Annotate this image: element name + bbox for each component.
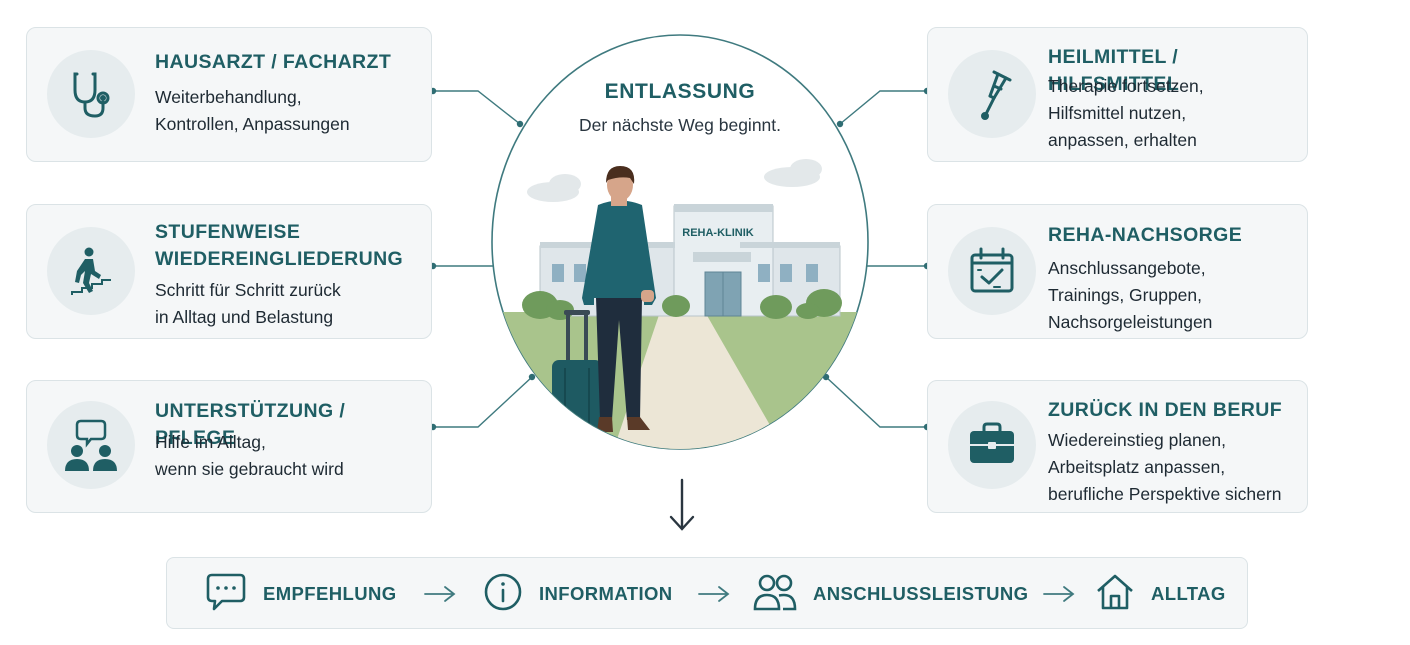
card-desc-line: Trainings, Gruppen, — [1048, 285, 1203, 305]
card-desc-line: Hilfsmittel nutzen, — [1048, 103, 1187, 123]
card-desc-line: in Alltag und Belastung — [155, 307, 334, 327]
flow-step-empfehlung: EMPFEHLUNG — [205, 558, 397, 630]
card-heilmittel: HEILMITTEL / HILFSMITTEL Therapie fortse… — [927, 27, 1308, 162]
building-sign: REHA-KLINIK — [682, 227, 754, 239]
card-beruf: ZURÜCK IN DEN BERUF Wiedereinstieg plane… — [927, 380, 1308, 513]
flow-step-information: INFORMATION — [483, 558, 673, 630]
flow-bar: EMPFEHLUNG INFORMATION ANSCHLUSSLEISTUNG — [166, 557, 1248, 629]
flow-step-label: ANSCHLUSSLEISTUNG — [813, 583, 1029, 604]
arrow-right-icon — [1043, 586, 1075, 602]
card-desc-line: Wiedereinstieg planen, — [1048, 430, 1227, 450]
card-desc-line: Nachsorgeleistungen — [1048, 312, 1213, 332]
people-support-icon — [47, 401, 135, 489]
card-hausarzt: HAUSARZT / FACHARZT Weiterbehandlung, Ko… — [26, 27, 432, 162]
card-wiedereingliederung: STUFENWEISE WIEDEREINGLIEDERUNG Schritt … — [26, 204, 432, 339]
center-subtitle: Der nächste Weg beginnt. — [578, 115, 782, 135]
card-title: STUFENWEISE — [155, 221, 301, 243]
card-desc-line: anpassen, erhalten — [1048, 130, 1197, 150]
chat-bubble-icon — [205, 572, 247, 617]
flow-step-anschlussleistung: ANSCHLUSSLEISTUNG — [753, 558, 1028, 630]
card-desc-line: wenn sie gebraucht wird — [155, 459, 344, 479]
card-desc-line: Schritt für Schritt zurück — [155, 280, 341, 300]
stairs-walking-icon — [47, 227, 135, 315]
arrow-right-icon — [424, 586, 456, 602]
card-title: ZURÜCK IN DEN BERUF — [1048, 399, 1283, 421]
arrow-right-icon — [698, 586, 730, 602]
down-arrow-icon — [669, 478, 695, 531]
flow-step-label: ALLTAG — [1151, 583, 1226, 604]
center-title: ENTLASSUNG — [604, 80, 756, 103]
card-reha-nachsorge: REHA-NACHSORGE Anschlussangebote, Traini… — [927, 204, 1308, 339]
info-icon — [483, 572, 523, 617]
people-icon — [753, 572, 797, 617]
card-title: HEILMITTEL / HILFSMITTEL — [1048, 46, 1180, 95]
card-desc-line: Arbeitsplatz anpassen, — [1048, 457, 1226, 477]
flow-step-alltag: ALLTAG — [1095, 558, 1226, 630]
card-desc-line: Hilfe im Alltag, — [155, 432, 266, 452]
card-title: HAUSARZT / FACHARZT — [155, 51, 392, 73]
card-title: WIEDEREINGLIEDERUNG — [155, 248, 404, 270]
flow-step-label: INFORMATION — [539, 583, 673, 604]
stethoscope-icon — [47, 50, 135, 138]
briefcase-icon — [948, 401, 1036, 489]
card-title: REHA-NACHSORGE — [1048, 224, 1243, 246]
card-desc-line: Therapie fortsetzen, — [1048, 76, 1204, 96]
card-desc-line: Anschlussangebote, — [1048, 258, 1206, 278]
home-icon — [1095, 572, 1135, 617]
card-desc-line: Weiterbehandlung, — [155, 87, 302, 107]
card-desc-line: Kontrollen, Anpassungen — [155, 114, 350, 134]
crutch-icon — [948, 50, 1036, 138]
flow-step-label: EMPFEHLUNG — [263, 583, 397, 604]
card-title: UNTERSTÜTZUNG / PFLEGE — [155, 400, 346, 449]
card-desc-line: berufliche Perspektive sichern — [1048, 484, 1282, 504]
card-unterstuetzung: UNTERSTÜTZUNG / PFLEGE Hilfe im Alltag, … — [26, 380, 432, 513]
calendar-check-icon — [948, 227, 1036, 315]
